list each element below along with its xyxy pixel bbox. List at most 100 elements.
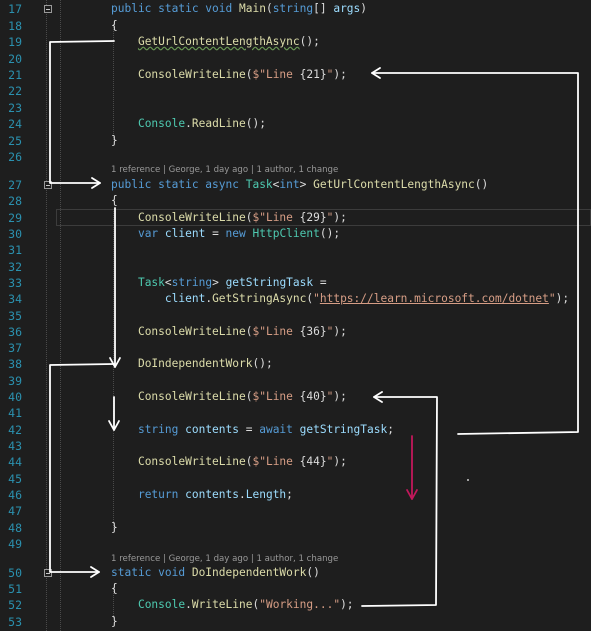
code-text: GetUrlContentLengthAsync(); [111,34,320,50]
code-token: (); [245,117,266,130]
code-line[interactable]: 48} [0,520,591,536]
code-token: (); [319,227,341,240]
code-line[interactable]: 35 [0,308,591,324]
codelens-info[interactable]: 1 reference | George, 1 day ago | 1 auth… [111,554,339,564]
code-token: . [185,598,192,611]
code-token: Task [137,276,165,289]
line-number: 36 [8,325,22,339]
line-number: 32 [8,260,22,274]
code-token: ) [360,2,368,15]
code-token: > [299,178,314,191]
code-line[interactable]: 52 Console.WriteLine("Working..."); [0,597,591,613]
code-token: HttpClient [252,227,320,240]
line-number: 19 [8,35,22,49]
code-token: < [164,276,172,289]
code-token: string [272,2,314,15]
code-line[interactable]: 37 [0,340,591,356]
code-text: public static async Task<int> GetUrlCont… [111,177,488,193]
code-line[interactable]: 34 client.GetStringAsync("https://learn.… [0,291,591,307]
code-token: int [279,178,300,191]
code-token: client [164,227,206,240]
code-token: = [313,276,327,289]
code-line[interactable]: 44 ConsoleWriteLine($"Line {44}"); [0,454,591,470]
codelens-info[interactable]: 1 reference | George, 1 day ago | 1 auth… [111,165,339,175]
code-token: getStringTask [225,276,314,289]
code-line[interactable]: 18{ [0,18,591,34]
flow-arrow-icon [371,72,579,435]
code-token: WriteLine [191,598,253,611]
line-number: 41 [8,406,22,420]
arrow-head-icon [371,67,381,79]
code-line[interactable]: 51 { [0,581,591,597]
code-token: ( [245,390,253,403]
code-line[interactable]: 29 ConsoleWriteLine($"Line {29}"); [0,210,591,226]
code-line[interactable]: 25} [0,133,591,149]
line-number: 20 [8,52,22,66]
code-line[interactable]: 28 { [0,193,591,209]
code-token: var [137,227,165,240]
code-line[interactable]: 23 [0,100,591,116]
code-line[interactable]: 33 Task<string> getStringTask = [0,275,591,291]
code-line[interactable]: 20 [0,51,591,67]
code-line[interactable]: 47 [0,503,591,519]
code-token: ( [306,292,314,305]
line-number: 43 [8,439,22,453]
code-line[interactable]: 19 GetUrlContentLengthAsync(); [0,34,591,50]
arrow-head-icon [373,391,383,403]
code-token: { [111,19,118,32]
line-number: 28 [8,194,22,208]
code-text: DoIndependentWork(); [111,356,273,372]
code-line[interactable]: 46 return contents.Length; [0,487,591,503]
code-line[interactable]: 24 Console.ReadLine(); [0,116,591,132]
code-text: ConsoleWriteLine($"Line {36}"); [111,324,347,340]
indent-guide [113,589,114,618]
code-token: Task [245,178,273,191]
code-token: client [164,292,206,305]
code-line[interactable]: 53} [0,614,591,630]
code-line[interactable]: 31 [0,242,591,258]
code-token: ); [340,598,354,611]
code-token: GetUrlContentLengthAsync [313,178,475,191]
code-line[interactable]: 26 [0,149,591,165]
code-token: [] [313,2,334,15]
line-number: 51 [8,582,22,596]
code-line[interactable]: 21 ConsoleWriteLine($"Line {21}"); [0,67,591,83]
fold-collapse-icon[interactable] [44,5,52,13]
code-line[interactable]: 22 [0,83,591,99]
code-line[interactable]: 40 ConsoleWriteLine($"Line {40}"); [0,389,591,405]
code-token: . [185,117,192,130]
code-line[interactable]: 49 [0,536,591,552]
code-line[interactable]: 42 string contents = await getStringTask… [0,422,591,438]
code-token: Length [245,488,287,501]
line-number: 22 [8,84,22,98]
code-token: ConsoleWriteLine [137,68,246,81]
fold-collapse-icon[interactable] [44,181,52,189]
code-line[interactable]: 38 DoIndependentWork(); [0,356,591,372]
code-line[interactable]: 27 public static async Task<int> GetUrlCo… [0,177,591,193]
code-line[interactable]: 32 [0,259,591,275]
code-line[interactable]: 43 [0,438,591,454]
arrow-head-icon [109,357,121,368]
arrow-head-icon [108,420,120,431]
code-line[interactable]: 45 [0,471,591,487]
flow-arrow-icon [49,40,115,184]
code-line[interactable]: 36 ConsoleWriteLine($"Line {36}"); [0,324,591,340]
code-token: { [111,194,118,207]
code-token: GetUrlContentLengthAsync [137,35,300,48]
line-number: 21 [8,68,22,82]
fold-collapse-icon[interactable] [44,569,52,577]
code-line[interactable]: 39 [0,373,591,389]
code-token: await [259,423,300,436]
code-token: DoIndependentWork [191,566,307,579]
code-line[interactable]: 41 [0,405,591,421]
code-token: { [111,582,118,595]
line-number: 27 [8,178,22,192]
code-line[interactable]: 30 var client = new HttpClient(); [0,226,591,242]
code-token: Console [137,598,186,611]
code-token: $"Line [252,325,300,338]
line-number: 37 [8,341,22,355]
